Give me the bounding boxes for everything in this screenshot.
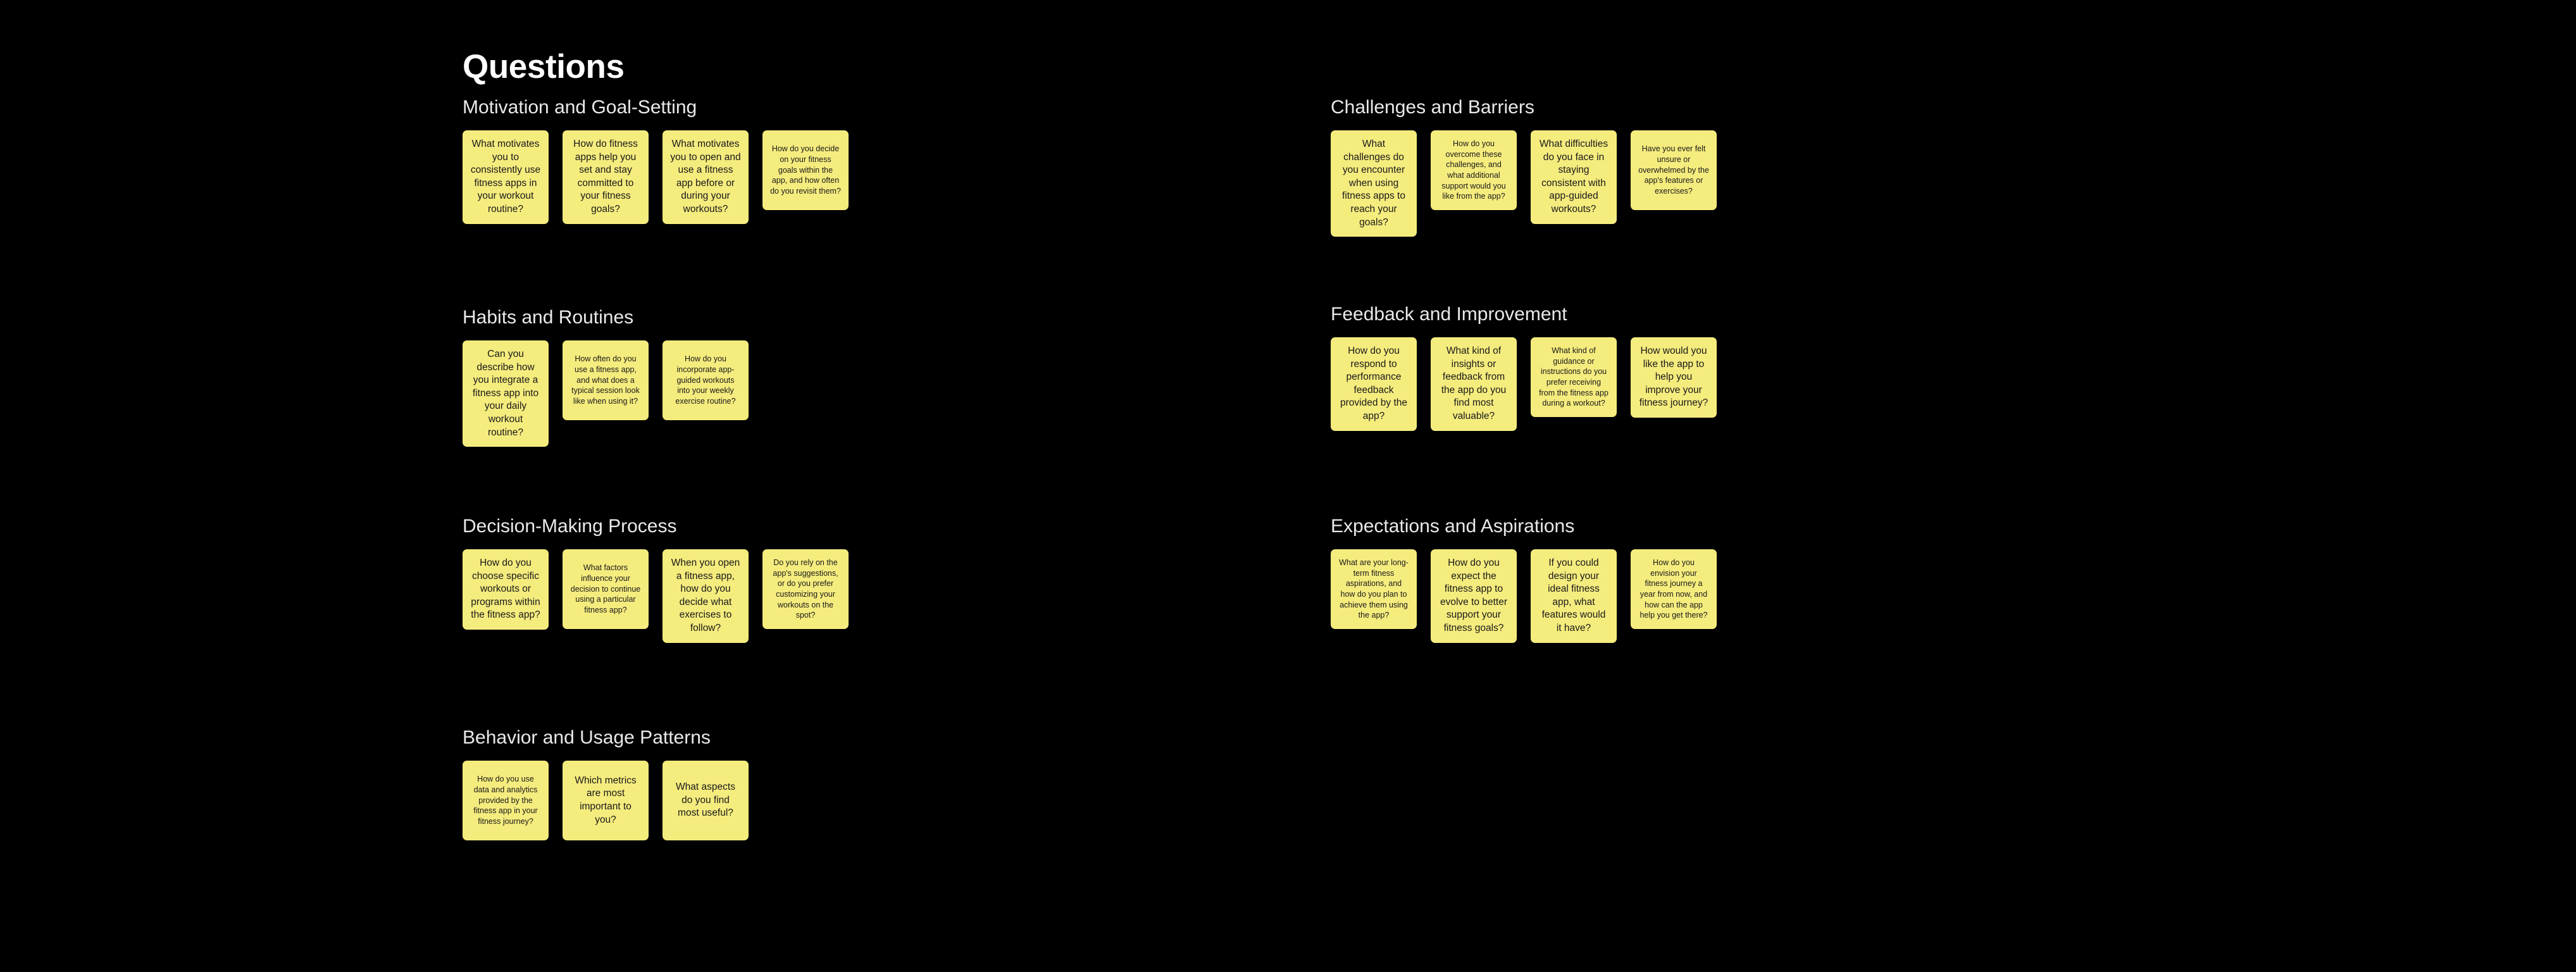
question-card[interactable]: What motivates you to consistently use f…	[463, 130, 549, 224]
question-card-text: What difficulties do you face in staying…	[1539, 139, 1608, 215]
question-card[interactable]: What aspects do you find most useful?	[663, 761, 749, 840]
section-title: Habits and Routines	[463, 307, 634, 328]
question-card-text: How would you like the app to help you i…	[1639, 346, 1708, 409]
question-card[interactable]: How do you incorporate app-guided workou…	[663, 340, 749, 420]
question-card-text: How do you respond to performance feedba…	[1340, 346, 1407, 422]
question-card-row: What are your long-term fitness aspirati…	[1331, 549, 2077, 643]
section-title: Motivation and Goal-Setting	[463, 97, 697, 118]
question-card-text: How do you incorporate app-guided workou…	[675, 354, 736, 406]
question-card[interactable]: Can you describe how you integrate a fit…	[463, 340, 549, 447]
question-card-text: What kind of guidance or instructions do…	[1539, 346, 1608, 408]
question-card[interactable]: Have you ever felt unsure or overwhelmed…	[1631, 130, 1717, 210]
question-card-text: How do you choose specific workouts or p…	[471, 558, 540, 621]
section-title: Expectations and Aspirations	[1331, 516, 1575, 537]
question-card-text: If you could design your ideal fitness a…	[1541, 558, 1606, 634]
question-card-row: How do you choose specific workouts or p…	[463, 549, 1209, 643]
section-title: Decision-Making Process	[463, 516, 677, 537]
question-card-text: Do you rely on the app's suggestions, or…	[773, 558, 838, 620]
question-card-text: How do you envision your fitness journey…	[1640, 558, 1708, 620]
question-card[interactable]: Do you rely on the app's suggestions, or…	[762, 549, 849, 629]
question-card-row: What challenges do you encounter when us…	[1331, 130, 2077, 237]
question-card[interactable]: How do you respond to performance feedba…	[1331, 337, 1417, 431]
question-card[interactable]: How do you choose specific workouts or p…	[463, 549, 549, 630]
question-card-text: How do you use data and analytics provid…	[473, 775, 538, 826]
question-card-text: Can you describe how you integrate a fit…	[472, 349, 539, 438]
question-card-text: What factors influence your decision to …	[570, 563, 641, 614]
question-card[interactable]: What kind of insights or feedback from t…	[1431, 337, 1517, 431]
page-title: Questions	[463, 48, 625, 85]
question-card[interactable]: How do you decide on your fitness goals …	[762, 130, 849, 210]
question-card-text: What are your long-term fitness aspirati…	[1339, 558, 1409, 620]
question-card-text: How often do you use a fitness app, and …	[571, 354, 640, 406]
question-card-text: How do fitness apps help you set and sta…	[573, 139, 638, 215]
question-card[interactable]: What motivates you to open and use a fit…	[663, 130, 749, 224]
question-card-row: How do you respond to performance feedba…	[1331, 337, 2077, 431]
question-card-text: When you open a fitness app, how do you …	[671, 558, 740, 634]
question-card-text: How do you decide on your fitness goals …	[770, 144, 841, 196]
question-card[interactable]: If you could design your ideal fitness a…	[1531, 549, 1617, 643]
question-card[interactable]: How do you expect the fitness app to evo…	[1431, 549, 1517, 643]
question-card-text: What motivates you to consistently use f…	[470, 139, 541, 215]
question-card[interactable]: What factors influence your decision to …	[563, 549, 649, 629]
question-card-text: What aspects do you find most useful?	[676, 782, 735, 819]
question-card-text: What motivates you to open and use a fit…	[670, 139, 741, 215]
question-card-row: What motivates you to consistently use f…	[463, 130, 1209, 224]
question-card[interactable]: How do you overcome these challenges, an…	[1431, 130, 1517, 210]
question-card[interactable]: When you open a fitness app, how do you …	[663, 549, 749, 643]
question-card[interactable]: Which metrics are most important to you?	[563, 761, 649, 840]
question-card-text: How do you overcome these challenges, an…	[1441, 139, 1506, 201]
question-card[interactable]: How often do you use a fitness app, and …	[563, 340, 649, 420]
question-card[interactable]: How do you envision your fitness journey…	[1631, 549, 1717, 629]
question-card[interactable]: What are your long-term fitness aspirati…	[1331, 549, 1417, 629]
question-card-text: What kind of insights or feedback from t…	[1441, 346, 1507, 422]
section-title: Feedback and Improvement	[1331, 304, 1567, 325]
question-card[interactable]: How would you like the app to help you i…	[1631, 337, 1717, 418]
question-card-text: How do you expect the fitness app to evo…	[1440, 558, 1507, 634]
section-title: Challenges and Barriers	[1331, 97, 1534, 118]
question-card-row: How do you use data and analytics provid…	[463, 761, 1209, 840]
question-card[interactable]: What kind of guidance or instructions do…	[1531, 337, 1617, 417]
question-card-text: What challenges do you encounter when us…	[1342, 139, 1405, 228]
question-card[interactable]: What difficulties do you face in staying…	[1531, 130, 1617, 224]
question-card[interactable]: How do fitness apps help you set and sta…	[563, 130, 649, 224]
question-card[interactable]: How do you use data and analytics provid…	[463, 761, 549, 840]
question-card[interactable]: What challenges do you encounter when us…	[1331, 130, 1417, 237]
section-title: Behavior and Usage Patterns	[463, 727, 711, 748]
question-card-row: Can you describe how you integrate a fit…	[463, 340, 1209, 447]
question-card-text: Which metrics are most important to you?	[575, 775, 637, 825]
question-card-text: Have you ever felt unsure or overwhelmed…	[1638, 144, 1709, 196]
